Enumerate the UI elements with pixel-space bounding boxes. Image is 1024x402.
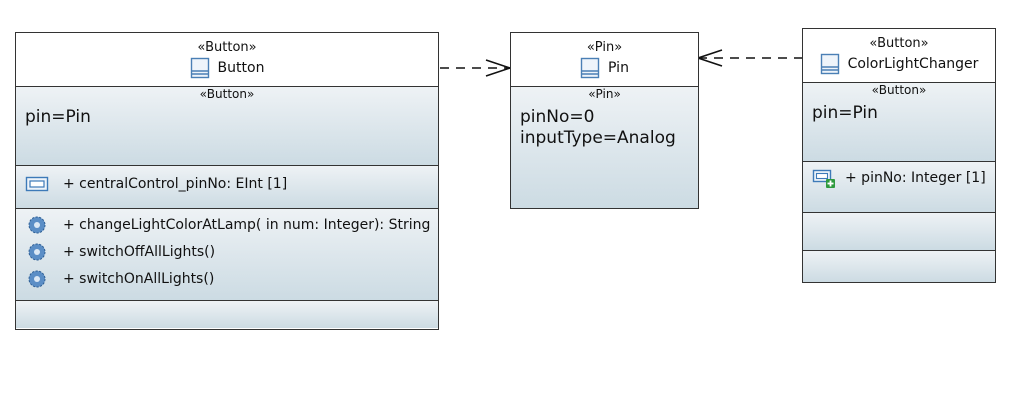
attribute-row[interactable]: + centralControl_pinNo: EInt [1] bbox=[25, 174, 287, 194]
class-colorlightchanger-header[interactable]: «Button» ColorLightChanger bbox=[803, 29, 995, 83]
dependency-colorlightchanger-to-pin bbox=[695, 49, 803, 67]
operation-row[interactable]: + switchOffAllLights() bbox=[25, 242, 215, 262]
class-button-header[interactable]: «Button» Button bbox=[16, 33, 438, 87]
dependency-button-to-pin bbox=[440, 59, 513, 77]
class-colorlightchanger-operations bbox=[803, 212, 995, 250]
tagged-value-inputtype: inputType=Analog bbox=[520, 128, 676, 148]
operation-gear-icon bbox=[28, 270, 46, 288]
operation-label: + switchOnAllLights() bbox=[63, 271, 215, 287]
class-button-tagged-values: «Button» pin=Pin bbox=[16, 87, 438, 165]
tagged-values-stereotype: «Button» bbox=[871, 83, 927, 97]
class-colorlightchanger-tagged-values: «Button» pin=Pin bbox=[803, 83, 995, 161]
class-icon bbox=[580, 57, 600, 79]
class-colorlightchanger[interactable]: «Button» ColorLightChanger «Button» pin=… bbox=[802, 28, 996, 283]
class-button-stereotype: «Button» bbox=[197, 40, 257, 55]
class-colorlightchanger-name: ColorLightChanger bbox=[847, 56, 979, 72]
operation-row[interactable]: + switchOnAllLights() bbox=[25, 269, 214, 289]
attribute-label: + centralControl_pinNo: EInt [1] bbox=[63, 176, 288, 192]
class-pin[interactable]: «Pin» Pin «Pin» pinNo=0 inputType=Analog bbox=[510, 32, 699, 209]
operation-label: + changeLightColorAtLamp( in num: Intege… bbox=[63, 217, 431, 233]
class-button-attributes: + centralControl_pinNo: EInt [1] bbox=[16, 165, 438, 208]
tagged-value-pin: pin=Pin bbox=[25, 107, 91, 127]
class-colorlightchanger-stereotype: «Button» bbox=[869, 36, 929, 51]
tagged-values-stereotype: «Button» bbox=[199, 87, 255, 101]
attribute-label: + pinNo: Integer [1] bbox=[845, 170, 986, 186]
class-pin-header[interactable]: «Pin» Pin bbox=[511, 33, 698, 87]
operation-row[interactable]: + changeLightColorAtLamp( in num: Intege… bbox=[25, 215, 430, 235]
class-button[interactable]: «Button» Button «Button» pin=Pin + centr… bbox=[15, 32, 439, 330]
class-icon bbox=[190, 57, 209, 79]
attribute-add-icon bbox=[812, 169, 835, 188]
class-pin-tagged-values: «Pin» pinNo=0 inputType=Analog bbox=[511, 87, 698, 208]
attribute-row[interactable]: + pinNo: Integer [1] bbox=[812, 168, 986, 188]
class-icon bbox=[820, 53, 839, 75]
class-button-empty-compartment bbox=[16, 300, 438, 328]
attribute-icon bbox=[25, 176, 49, 192]
class-pin-name: Pin bbox=[608, 60, 629, 76]
operation-gear-icon bbox=[28, 216, 46, 234]
operation-label: + switchOffAllLights() bbox=[63, 244, 216, 260]
tagged-value-pinno: pinNo=0 bbox=[520, 107, 595, 127]
class-pin-stereotype: «Pin» bbox=[586, 40, 623, 55]
class-button-operations: + changeLightColorAtLamp( in num: Intege… bbox=[16, 208, 438, 300]
class-button-name: Button bbox=[217, 60, 265, 76]
tagged-values-stereotype: «Pin» bbox=[588, 87, 621, 101]
tagged-value-pin: pin=Pin bbox=[812, 103, 878, 123]
operation-gear-icon bbox=[28, 243, 46, 261]
class-colorlightchanger-attributes: + pinNo: Integer [1] bbox=[803, 161, 995, 212]
class-colorlightchanger-empty-compartment bbox=[803, 250, 995, 282]
